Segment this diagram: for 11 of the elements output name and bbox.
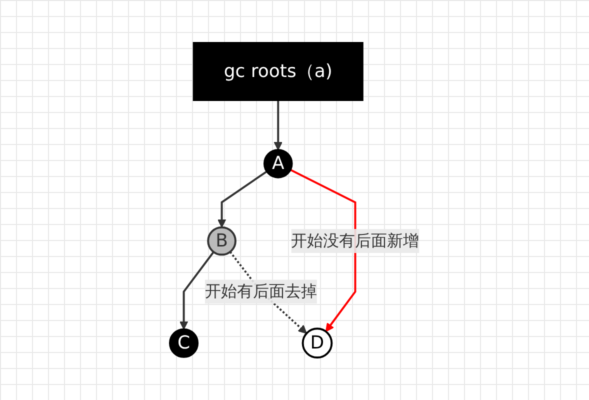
- edge-label: 开始没有后面新增: [291, 230, 420, 250]
- node-circle: A: [263, 148, 293, 178]
- arrow: [179, 251, 214, 330]
- edge-label: 开始有后面去掉: [204, 281, 317, 300]
- arrow: [274, 100, 282, 150]
- arrow: [217, 170, 268, 228]
- node-circle: B: [206, 226, 236, 256]
- node-box: gc roots（a): [192, 42, 364, 101]
- node-circle: D: [302, 327, 333, 358]
- arrow: [290, 168, 356, 332]
- node-circle: C: [168, 328, 198, 358]
